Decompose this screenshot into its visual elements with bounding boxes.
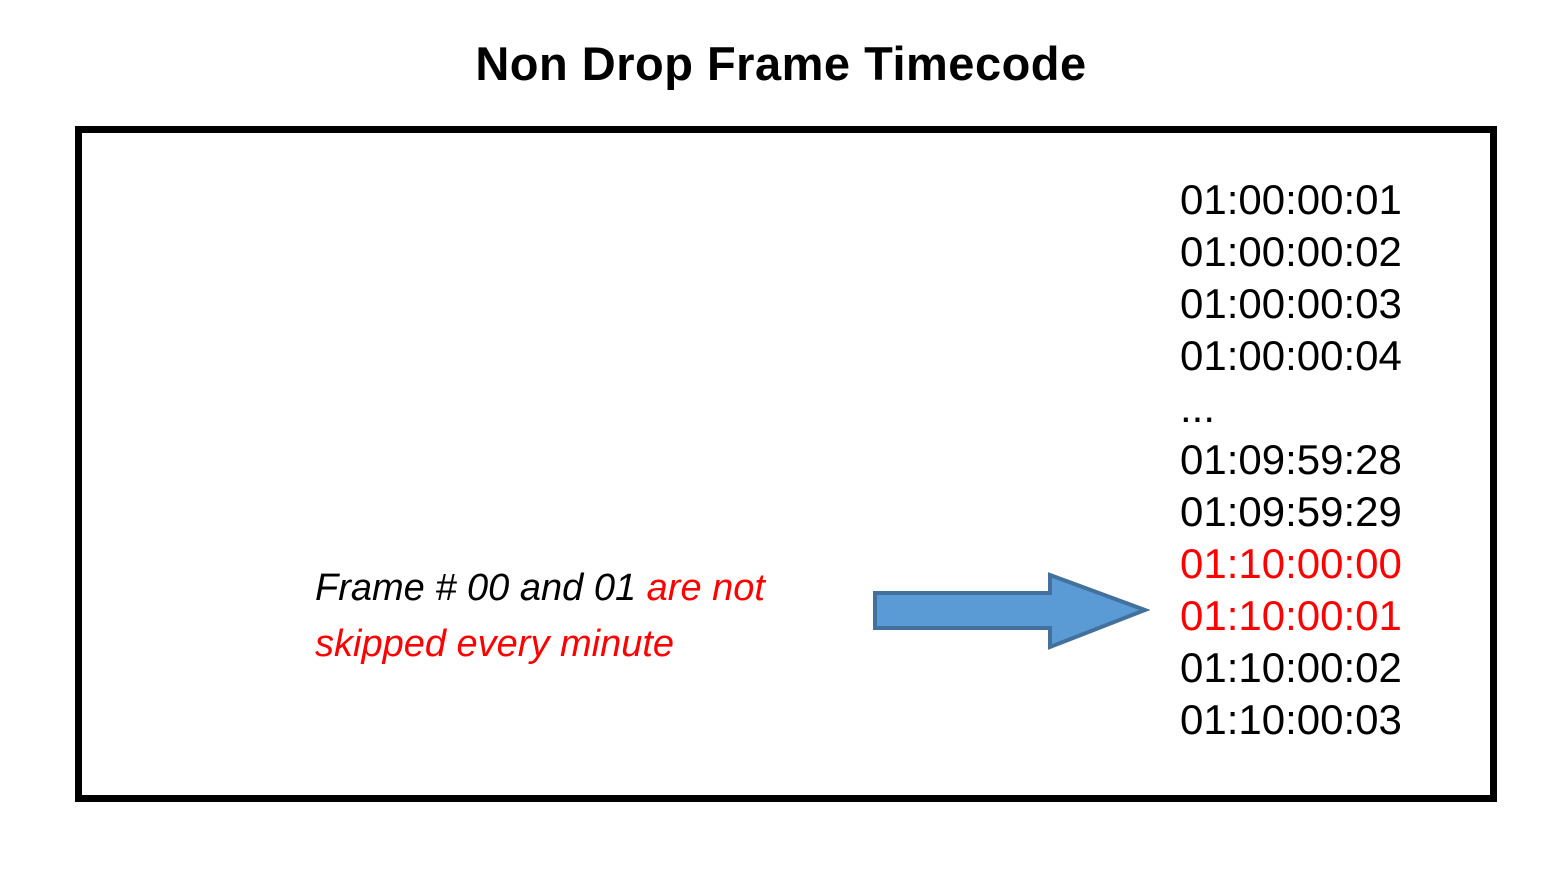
timecode-row: 01:09:59:28 [1180,436,1402,483]
timecode-row: 01:10:00:03 [1180,696,1402,743]
timecode-row: 01:00:00:04 [1180,332,1402,379]
timecode-ellipsis: ... [1180,384,1216,431]
page-title: Non Drop Frame Timecode [475,37,1087,90]
timecode-row-highlighted: 01:10:00:00 [1180,540,1402,587]
annotation-red-text-2: skipped every minute [315,623,675,665]
timecode-row: 01:10:00:02 [1180,644,1402,691]
annotation: Frame # 00 and 01 are not skipped every … [315,560,915,672]
timecode-row: 01:09:59:29 [1180,488,1402,535]
timecode-row-highlighted: 01:10:00:01 [1180,592,1402,639]
annotation-red-text-1: are not [646,567,765,609]
annotation-line-1: Frame # 00 and 01 are not [315,560,915,616]
annotation-line-2: skipped every minute [315,616,915,672]
diagram-box [75,126,1497,802]
timecode-list: 01:00:00:01 01:00:00:02 01:00:00:03 01:0… [1180,174,1402,746]
annotation-black-text: Frame # 00 and 01 [315,567,637,609]
timecode-row: 01:00:00:01 [1180,176,1402,223]
timecode-row: 01:00:00:02 [1180,228,1402,275]
timecode-row: 01:00:00:03 [1180,280,1402,327]
block-arrow-right-icon [873,572,1150,650]
